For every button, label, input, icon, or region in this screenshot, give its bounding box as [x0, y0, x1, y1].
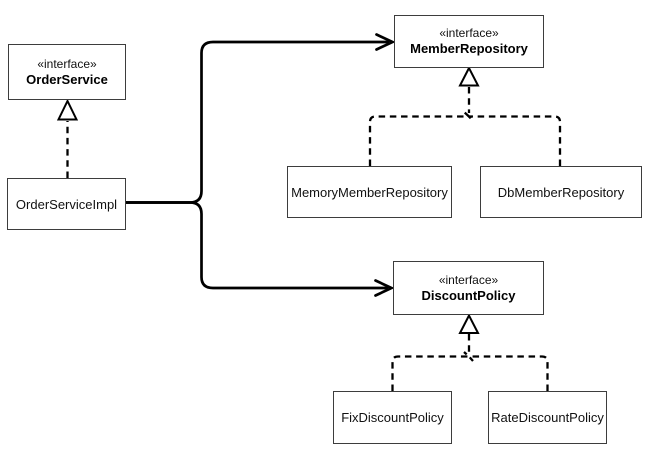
stereotype-label: «interface» — [438, 272, 499, 287]
open-arrowhead-icon — [375, 33, 396, 51]
node-order-service-impl: OrderServiceImpl — [7, 178, 126, 230]
node-discount-policy: «interface» DiscountPolicy — [393, 261, 544, 315]
class-name-label: RateDiscountPolicy — [491, 410, 604, 425]
node-fix-discount-policy: FixDiscountPolicy — [333, 391, 452, 444]
realization-edge-rate-discount-policy — [466, 355, 549, 391]
realization-edge-memory-member-repository — [368, 111, 472, 166]
node-db-member-repository: DbMemberRepository — [480, 166, 642, 218]
open-arrowhead-icon — [374, 279, 395, 297]
class-name-label: DiscountPolicy — [421, 287, 516, 303]
node-memory-member-repository: MemoryMemberRepository — [287, 166, 452, 218]
realization-edge-db-member-repository — [466, 115, 562, 166]
class-name-label: FixDiscountPolicy — [341, 410, 444, 425]
dependency-edge-discount-policy — [126, 201, 388, 290]
hollow-triangle-icon — [458, 65, 480, 87]
hollow-triangle-icon — [56, 98, 79, 121]
class-name-label: OrderService — [26, 71, 108, 87]
stereotype-label: «interface» — [439, 26, 499, 40]
node-order-service: «interface» OrderService — [8, 44, 126, 100]
class-name-label: MemberRepository — [410, 41, 528, 56]
realization-edge-fix-discount-policy — [391, 351, 472, 391]
stereotype-label: «interface» — [37, 56, 97, 71]
class-name-label: DbMemberRepository — [497, 184, 625, 200]
class-name-label: MemoryMemberRepository — [291, 184, 448, 200]
node-member-repository: «interface» MemberRepository — [394, 15, 544, 68]
class-name-label: OrderServiceImpl — [15, 196, 118, 212]
node-rate-discount-policy: RateDiscountPolicy — [488, 391, 607, 444]
hollow-triangle-icon — [458, 313, 480, 334]
